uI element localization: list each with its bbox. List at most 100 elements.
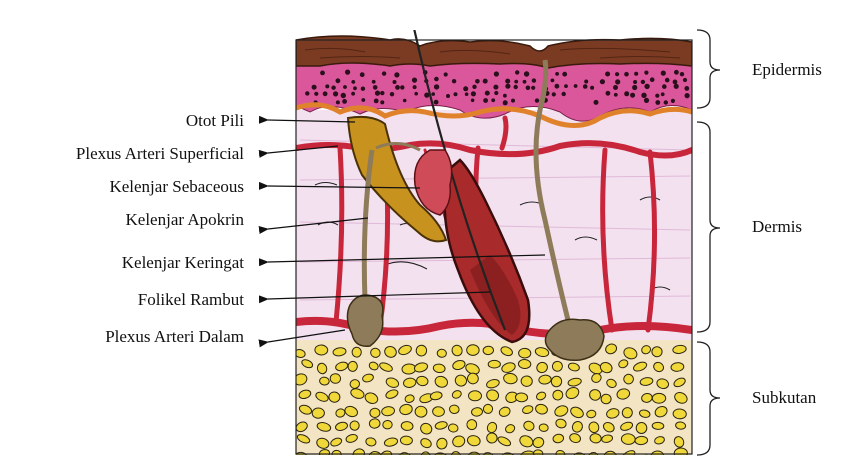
fat-cell (400, 436, 412, 445)
label-otot-pili: Otot Pili (186, 111, 244, 130)
epidermis-cell (523, 80, 527, 84)
kelenjar-keringat-coil (545, 319, 604, 360)
epidermis-cell (373, 85, 378, 90)
epidermis-cell (650, 77, 655, 82)
epidermis-cell (615, 72, 619, 76)
epidermis-cell (630, 93, 635, 98)
epidermis-cell (414, 92, 418, 96)
epidermis-cell (452, 79, 456, 83)
fat-cell (521, 376, 533, 387)
epidermis-cell (314, 92, 318, 96)
epidermis-cell (590, 86, 594, 90)
epidermis-cell (674, 84, 679, 89)
epidermis-cell (531, 86, 535, 90)
right-braces (697, 30, 720, 455)
epidermis-cell (485, 91, 490, 96)
fat-cell (383, 420, 393, 429)
epidermis-cell (641, 93, 646, 98)
epidermis-cell (431, 92, 435, 96)
epidermis-cell (684, 86, 689, 91)
epidermis-cell (594, 100, 599, 105)
epidermis-cell (353, 86, 357, 90)
epidermis-cell (633, 80, 637, 84)
epidermis-cell (361, 87, 365, 91)
epidermis-cell (505, 79, 510, 84)
epidermis-cell (680, 72, 684, 76)
epidermis-cell (434, 77, 439, 82)
epidermis-cell (341, 93, 346, 98)
epidermis-cell (465, 92, 469, 96)
fat-cell (636, 422, 647, 433)
epidermis-cell (493, 85, 498, 90)
brace-subkutan (697, 342, 720, 455)
fat-cell (468, 391, 481, 401)
epidermis-cell (655, 94, 659, 98)
epidermis-cell (615, 79, 620, 84)
apokrin-coil (347, 295, 382, 346)
epidermis-cell (471, 99, 475, 103)
epidermis-cell (374, 99, 379, 104)
epidermis-cell (305, 91, 309, 95)
epidermis-cell (641, 80, 645, 84)
fat-cell (483, 346, 494, 355)
left-labels: Otot Pili Plexus Arteri Superficial Kele… (76, 111, 245, 346)
brace-epidermis (697, 30, 720, 108)
epidermis-cell (454, 92, 458, 96)
epidermis-cell (312, 85, 317, 90)
label-dermis: Dermis (752, 217, 802, 236)
epidermis-cell (380, 100, 384, 104)
fat-cell (652, 347, 662, 357)
epidermis-cell (665, 78, 670, 83)
epidermis-cell (661, 71, 666, 76)
epidermis-cell (574, 84, 578, 88)
label-kelenjar-keringat: Kelenjar Keringat (122, 253, 245, 272)
epidermis-cell (400, 85, 404, 89)
fat-cell (673, 409, 687, 420)
epidermis-cell (613, 85, 618, 90)
epidermis-cell (562, 92, 566, 96)
epidermis-cell (475, 79, 480, 84)
fat-cell (635, 436, 648, 445)
epidermis-cell (564, 84, 568, 88)
epidermis-cell (351, 80, 355, 84)
epidermis-cell (503, 94, 507, 98)
epidermis-cell (671, 99, 675, 103)
epidermis-cell (664, 100, 668, 104)
epidermis-cell (584, 80, 588, 84)
fat-cell (519, 348, 531, 358)
epidermis-cell (661, 92, 665, 96)
fat-cell (486, 433, 497, 444)
epidermis-cell (551, 79, 555, 83)
label-kelenjar-apokrin: Kelenjar Apokrin (126, 210, 245, 229)
epidermis-cell (583, 84, 588, 89)
fat-cell (352, 347, 362, 357)
epidermis-cell (600, 79, 605, 84)
epidermis-cell (412, 78, 417, 83)
epidermis-cell (434, 84, 439, 89)
epidermis-cell (390, 92, 394, 96)
epidermis-cell (634, 72, 638, 76)
brace-dermis (697, 122, 720, 332)
fat-cell (621, 433, 636, 445)
fat-cell (488, 360, 500, 368)
epidermis-cell (644, 71, 648, 75)
fat-cell (312, 408, 325, 419)
epidermis-cell (345, 70, 350, 75)
epidermis-cell (644, 98, 649, 103)
fat-cell (518, 359, 531, 369)
label-folikel-rambut: Folikel Rambut (138, 290, 245, 309)
epidermis-cell (382, 71, 386, 75)
epidermis-cell (331, 86, 335, 90)
epidermis-cell (325, 84, 329, 88)
epidermis-cell (380, 91, 384, 95)
fat-cell (515, 393, 528, 402)
epidermis-cell (463, 86, 468, 91)
epidermis-cell (434, 100, 439, 105)
epidermis-cell (343, 85, 347, 89)
epidermis-cell (673, 80, 678, 85)
label-epidermis: Epidermis (752, 60, 822, 79)
fat-cell (483, 404, 493, 414)
fat-cell (319, 377, 329, 386)
epidermis-cell (395, 85, 400, 90)
